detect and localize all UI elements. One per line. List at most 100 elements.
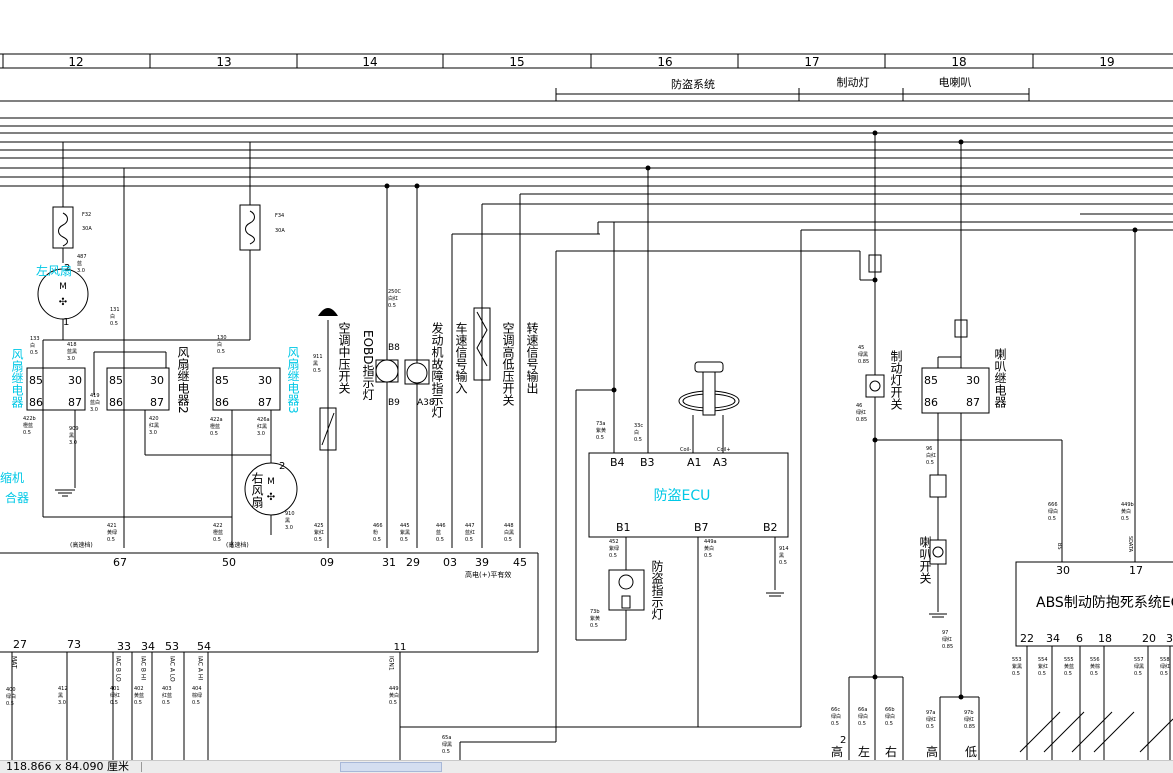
svg-text:87: 87 (150, 396, 164, 409)
svg-text:高: 高 (926, 744, 938, 759)
svg-text:1: 1 (63, 317, 69, 328)
immo-lamp-label: 防盗指示灯 (650, 559, 664, 621)
svg-text:BS: BS (1056, 543, 1062, 550)
svg-text:B4: B4 (610, 456, 625, 469)
high-speed-tag: (高速档) (70, 541, 93, 549)
svg-text:87: 87 (966, 396, 980, 409)
svg-text:20: 20 (1142, 632, 1156, 645)
eobd-lamp-label: EOBD指示灯 (361, 330, 375, 401)
svg-text:86: 86 (924, 396, 938, 409)
high-level-note: 高电(+)平有效 (465, 570, 511, 579)
column-number: 14 (362, 55, 377, 69)
fan-relay-2-label: 风扇继电器2 (176, 346, 190, 414)
fuse-id: F32 (82, 212, 91, 218)
svg-text:30: 30 (68, 374, 82, 387)
fan-relay-3-label: 风扇继电器3 (286, 346, 300, 414)
connector-pin: 34 (141, 640, 155, 653)
svg-text:86: 86 (215, 396, 229, 409)
svg-text:高: 高 (831, 744, 843, 759)
column-number: 19 (1099, 55, 1114, 69)
ac-hl-pressure-label: 空调高低压开关 (501, 322, 515, 406)
svg-text:左: 左 (858, 744, 870, 759)
horn-switch-label: 喇叭开关 (918, 535, 932, 584)
svg-text:18: 18 (1098, 632, 1112, 645)
left-fan-label: 左风扇 (36, 263, 72, 278)
right-fan-label: 右风扇 (250, 471, 264, 509)
svg-text:3: 3 (1166, 632, 1173, 645)
coil-label: Coil- (680, 447, 691, 453)
svg-text:87: 87 (258, 396, 272, 409)
svg-text:2: 2 (64, 263, 70, 274)
connector-pin: 09 (320, 556, 334, 569)
switch-circuits (318, 183, 521, 548)
connector-pin: 45 (513, 556, 527, 569)
fuse-rating: 30A (82, 226, 92, 232)
connector-pin: 33 (117, 640, 131, 653)
column-number: 18 (951, 55, 966, 69)
fan-labels: 左风扇 缩机 合器 (0, 263, 72, 505)
svg-text:85: 85 (109, 374, 123, 387)
svg-text:低: 低 (965, 745, 977, 759)
motor-label: M (267, 477, 275, 487)
brake-switch-label: 制动灯开关 (889, 350, 903, 410)
connector-pin: 39 (475, 556, 489, 569)
svg-text:30: 30 (258, 374, 272, 387)
horizontal-scrollbar-thumb[interactable] (340, 762, 442, 772)
svg-text:MAT: MAT (11, 656, 18, 669)
svg-text:22: 22 (1020, 632, 1034, 645)
svg-text:2: 2 (279, 461, 285, 472)
svg-text:86: 86 (109, 396, 123, 409)
compressor-label: 缩机 (0, 470, 24, 485)
svg-text:B7: B7 (694, 521, 709, 534)
eobd-pin: B9 (388, 398, 400, 408)
svg-text:✣: ✣ (267, 492, 275, 503)
abs-ecu-label: ABS制动防抱死系统EC (1036, 595, 1173, 611)
svg-text:SDATA: SDATA (1127, 536, 1133, 553)
horn-circuit (929, 139, 1138, 760)
connector-pin: 50 (222, 556, 236, 569)
svg-text:A1: A1 (687, 456, 702, 469)
fan-relay-1-label: 风扇继电器 (10, 348, 24, 409)
section-label-immobilizer: 防盗系统 (671, 77, 715, 91)
connector-pin: 53 (165, 640, 179, 653)
column-number: 12 (68, 55, 83, 69)
power-rails (0, 117, 1173, 252)
svg-text:IGN1: IGN1 (388, 656, 395, 671)
svg-text:IAC B LO: IAC B LO (115, 656, 122, 682)
connector-pin: 27 (13, 638, 27, 651)
svg-text:17: 17 (1129, 564, 1143, 577)
svg-text:86: 86 (29, 396, 43, 409)
